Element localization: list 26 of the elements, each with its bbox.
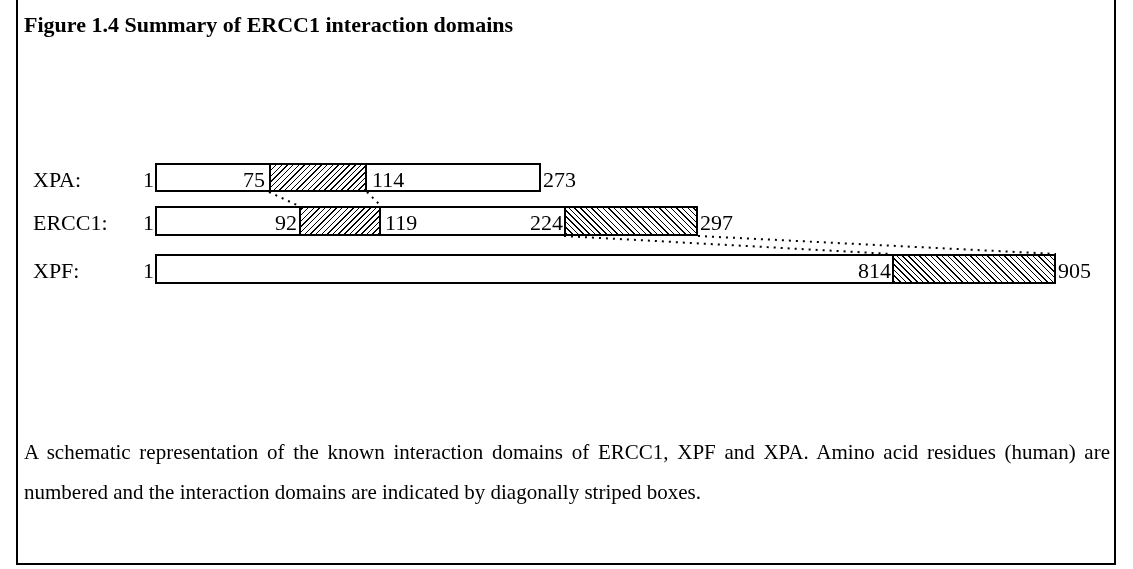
residue-number: 273 xyxy=(543,166,576,193)
protein-bar xyxy=(155,206,698,236)
residue-number: 114 xyxy=(372,166,405,193)
residue-number: 814 xyxy=(858,258,891,284)
residue-number: 75 xyxy=(243,166,265,193)
protein-name: XPF: xyxy=(33,258,80,284)
protein-name: XPA: xyxy=(33,166,82,193)
protein-bar xyxy=(155,254,1056,284)
striped-domain-box xyxy=(269,163,367,192)
residue-number: 119 xyxy=(385,210,418,236)
residue-number: 905 xyxy=(1058,258,1091,284)
residue-number: 1 xyxy=(143,210,154,236)
striped-domain-box xyxy=(564,206,698,236)
dotted-connector xyxy=(366,191,382,207)
residue-number: 297 xyxy=(700,210,733,236)
residue-number: 1 xyxy=(143,166,154,193)
protein-name: ERCC1: xyxy=(33,210,108,236)
residue-number: 224 xyxy=(530,210,563,236)
residue-number: 92 xyxy=(275,210,297,236)
figure-caption: A schematic representation of the known interaction domains of ERCC1, XPF and XPA. Amino acid residues (human) are numbered and the interaction domains are indicated by diagonally striped boxes. xyxy=(24,439,1110,506)
striped-domain-box xyxy=(299,206,381,236)
dotted-connector xyxy=(697,235,1057,255)
figure-title: Figure 1.4 Summary of ERCC1 interaction domains xyxy=(24,12,514,38)
protein-bar xyxy=(155,163,541,192)
striped-domain-box xyxy=(892,254,1056,284)
residue-number: 1 xyxy=(143,258,154,284)
